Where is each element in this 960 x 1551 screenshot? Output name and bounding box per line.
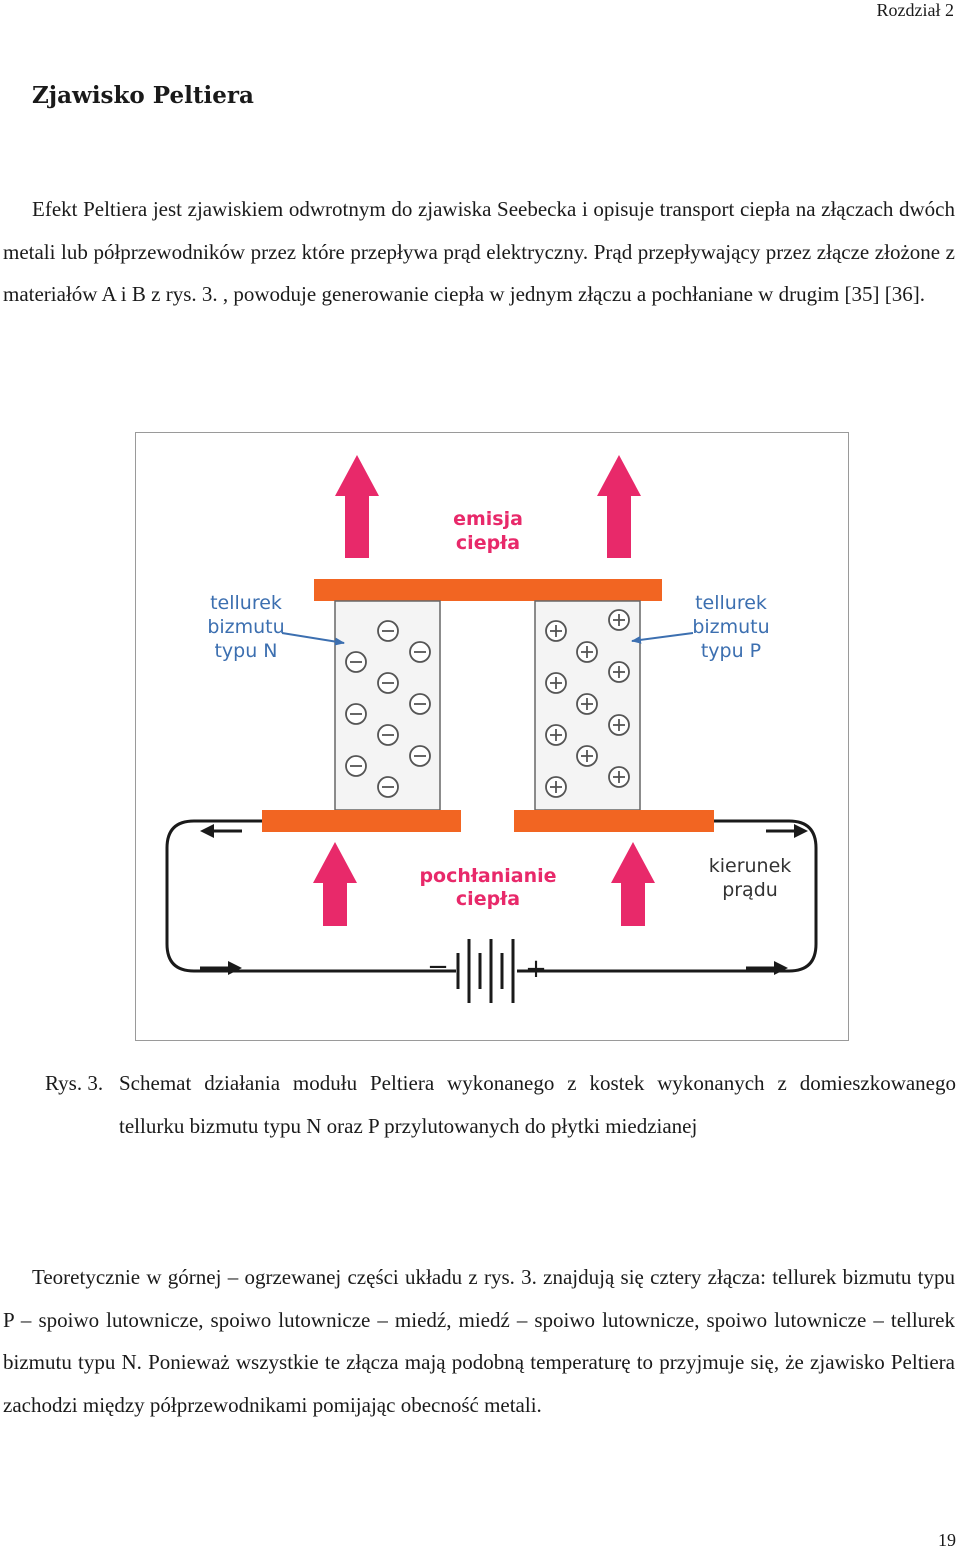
label-current-direction-line2: prądu — [722, 879, 778, 901]
p-type-charges — [545, 609, 630, 798]
page-number: 19 — [938, 1530, 956, 1550]
heat-emission-arrow-right-icon — [597, 455, 641, 558]
current-arrow-top-left-icon — [200, 824, 242, 838]
hole-plus-icon — [608, 714, 630, 736]
label-p-type-line1: tellurek — [695, 592, 767, 614]
hole-plus-icon — [576, 693, 598, 715]
battery-minus-sign: − — [427, 952, 449, 982]
paragraph-intro: Efekt Peltiera jest zjawiskiem odwrotnym… — [3, 197, 955, 306]
paragraph-junctions: Teoretycznie w górnej – ogrzewanej częśc… — [3, 1265, 955, 1417]
caption-label: Rys. 3. — [45, 1071, 104, 1095]
battery-plus-sign: + — [525, 954, 547, 984]
label-heat-absorption-line1: pochłanianie — [419, 865, 556, 887]
electron-minus-icon — [345, 703, 367, 725]
label-current-direction-line1: kierunek — [709, 855, 792, 877]
electron-minus-icon — [409, 693, 431, 715]
electron-minus-icon — [409, 745, 431, 767]
label-heat-absorption-line2: ciepła — [456, 888, 520, 910]
bottom-copper-plate-left — [262, 810, 461, 832]
electron-minus-icon — [345, 755, 367, 777]
hole-plus-icon — [576, 641, 598, 663]
label-p-type-line3: typu P — [701, 640, 761, 662]
hole-plus-icon — [608, 609, 630, 631]
bottom-copper-plate-right — [514, 810, 714, 832]
label-n-type-line2: bizmutu — [207, 616, 284, 638]
battery-icon — [456, 939, 515, 1003]
peltier-diagram: − + emisja ciep — [135, 432, 849, 1041]
top-copper-plate — [314, 579, 662, 601]
heat-absorption-arrow-right-icon — [611, 842, 655, 926]
hole-plus-icon — [545, 724, 567, 746]
electron-minus-icon — [345, 651, 367, 673]
hole-plus-icon — [545, 620, 567, 642]
hole-plus-icon — [545, 776, 567, 798]
label-p-type-line2: bizmutu — [692, 616, 769, 638]
heat-emission-arrow-left-icon — [335, 455, 379, 558]
heat-absorption-arrow-left-icon — [313, 842, 357, 926]
electron-minus-icon — [377, 724, 399, 746]
label-heat-emission-line2: ciepła — [456, 532, 520, 554]
circuit-wire-left — [165, 819, 456, 973]
p-label-pointer — [631, 632, 694, 644]
label-n-type-line1: tellurek — [210, 592, 282, 614]
hole-plus-icon — [545, 672, 567, 694]
section-heading: Zjawisko Peltiera — [32, 82, 254, 109]
n-label-pointer — [281, 632, 345, 646]
label-n-type-line3: typu N — [214, 640, 277, 662]
electron-minus-icon — [377, 620, 399, 642]
current-arrow-bottom-right-icon — [746, 961, 788, 975]
hole-plus-icon — [608, 661, 630, 683]
n-type-charges — [345, 620, 431, 798]
hole-plus-icon — [576, 745, 598, 767]
electron-minus-icon — [409, 641, 431, 663]
running-header: Rozdział 2 — [876, 0, 954, 20]
label-heat-emission-line1: emisja — [453, 508, 523, 530]
electron-minus-icon — [377, 776, 399, 798]
electron-minus-icon — [377, 672, 399, 694]
circuit-wire-right — [517, 819, 818, 973]
current-arrow-top-right-icon — [766, 824, 808, 838]
hole-plus-icon — [608, 766, 630, 788]
current-arrow-bottom-left-icon — [200, 961, 242, 975]
caption-text: Schemat działania modułu Peltiera wykona… — [119, 1071, 956, 1138]
